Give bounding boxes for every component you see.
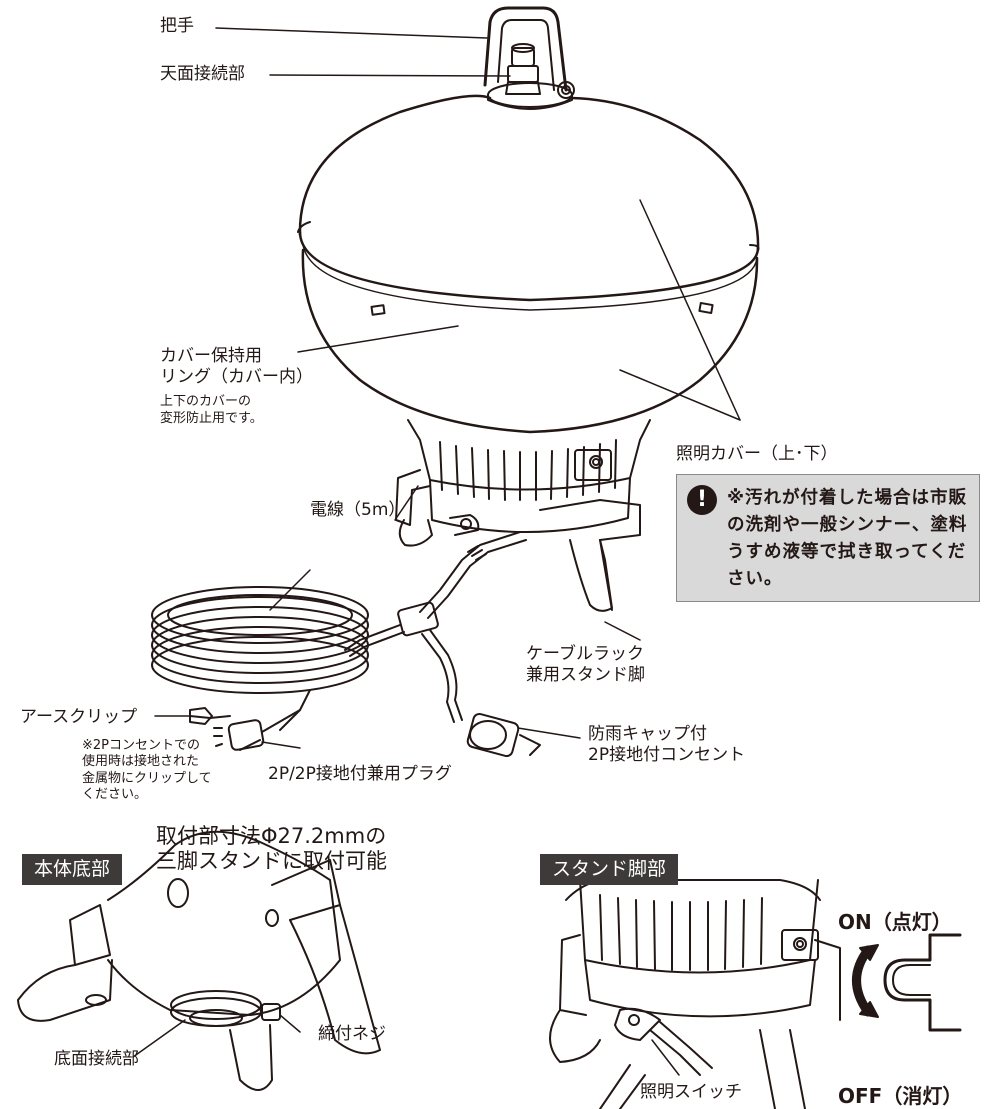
- leader-lines: [154, 27, 741, 749]
- label-plug: 2P/2P接地付兼用プラグ: [268, 764, 452, 784]
- section-tag-body-bottom: 本体底部: [22, 854, 123, 885]
- label-screw: 締付ネジ: [318, 1024, 386, 1044]
- label-top-connector: 天面接続部: [160, 64, 245, 84]
- label-on: ON（点灯）: [838, 910, 952, 934]
- upper-cover-drawing: [298, 94, 760, 252]
- label-handle: 把手: [160, 16, 194, 36]
- switch-diagram: [852, 933, 962, 1032]
- stand-leg-closeup-drawing: [549, 879, 841, 1109]
- outlet-drawing: [466, 712, 541, 758]
- exclamation-circle-icon: !: [687, 485, 717, 515]
- label-bottom-connector: 底面接続部: [54, 1049, 139, 1069]
- label-light-cover: 照明カバー（上･下）: [676, 444, 838, 464]
- body-bottom-drawing: [17, 830, 381, 1091]
- base-housing-drawing: [407, 419, 651, 534]
- stand-legs-drawing: [395, 469, 641, 612]
- label-earth-clip: アースクリップ: [20, 707, 138, 727]
- label-off: OFF（消灯）: [838, 1084, 963, 1108]
- cable-coil-drawing: [151, 586, 369, 694]
- lower-cover-drawing: [301, 248, 759, 434]
- plug-drawing: [213, 709, 301, 751]
- label-cable: 電線（5m）: [310, 500, 406, 520]
- label-ring-note: 上下のカバーの 変形防止用です。: [160, 394, 263, 426]
- cleaning-note: ! ※汚れが付着した場合は市販の洗剤や一般シンナー、塗料うすめ液等で拭き取ってく…: [676, 474, 980, 602]
- label-stand-leg: ケーブルラック 兼用スタンド脚: [526, 644, 645, 686]
- top-connector-drawing: [505, 43, 541, 95]
- cable-drawing: [189, 531, 527, 751]
- earth-clip-drawing: [189, 707, 213, 725]
- cleaning-note-text: ※汚れが付着した場合は市販の洗剤や一般シンナー、塗料うすめ液等で拭き取ってくださ…: [727, 488, 968, 589]
- handle-drawing: [483, 6, 575, 99]
- label-ring: カバー保持用 リング（カバー内）: [160, 346, 313, 388]
- label-earth-clip-note: ※2Pコンセントでの 使用時は接地された 金属物にクリップして ください。: [82, 738, 212, 802]
- label-outlet: 防雨キャップ付 2P接地付コンセント: [588, 724, 746, 766]
- section-tag-stand: スタンド脚部: [540, 854, 679, 885]
- body-bottom-heading: 取付部寸法Φ27.2mmの 三脚スタンドに取付可能: [156, 824, 387, 874]
- label-switch: 照明スイッチ: [640, 1082, 742, 1102]
